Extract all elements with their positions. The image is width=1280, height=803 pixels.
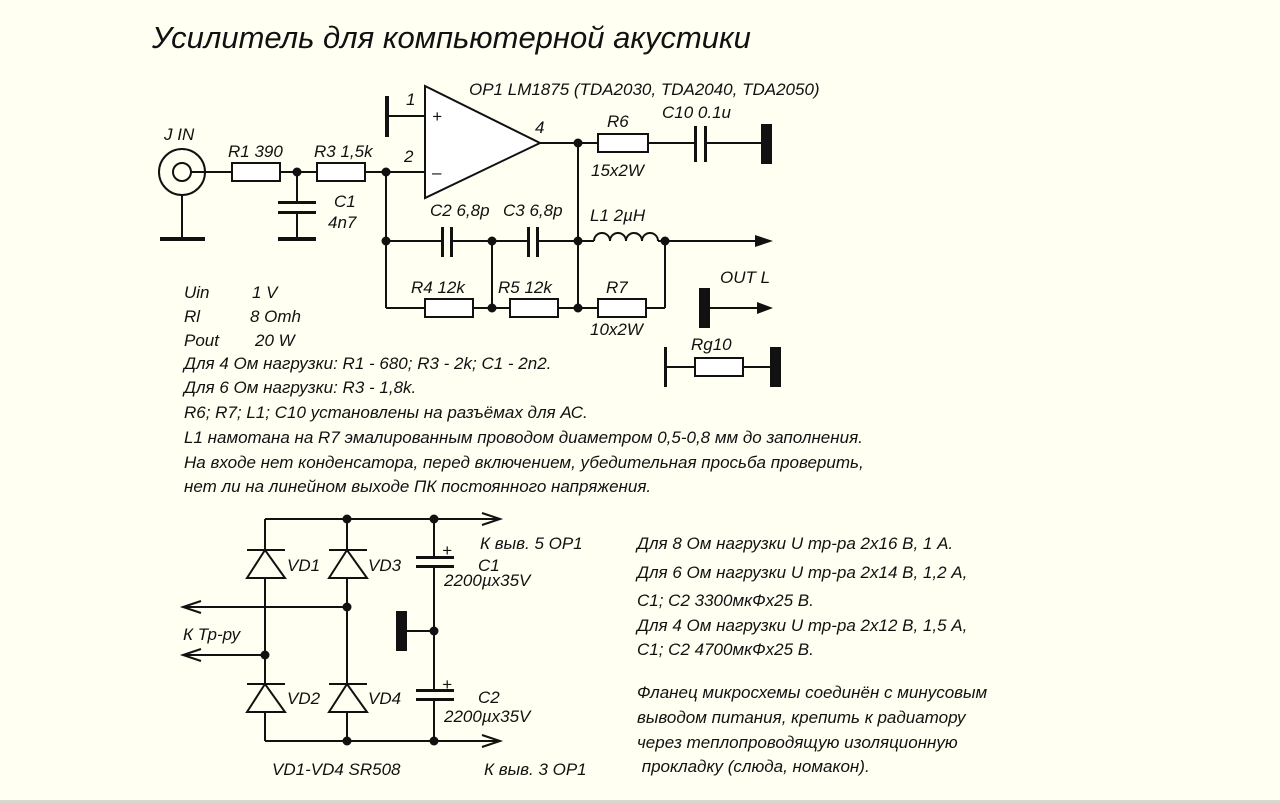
c10-label: C10 0.1u [662,103,732,122]
r5-resistor-icon [509,298,559,318]
spec-value: 8 Omh [250,307,301,326]
note-line: Для 4 Ом нагрузки: R1 - 680; R3 - 2k; C1… [182,354,551,373]
ground-icon [761,124,772,164]
c2-capacitor-icon [416,689,454,692]
rg10-resistor-icon [694,357,744,377]
l1-label: L1 2µH [590,206,646,225]
power-supply-circuit: VD1 VD3 VD2 VD4 К Тр-ру + + C1 2200µx35V… [179,512,587,779]
c2-capacitor-icon [441,227,444,257]
c2-value: 2200µx35V [443,707,532,726]
vd1-label: VD1 [287,556,320,575]
c3-label: C3 6,8p [503,201,563,220]
to-pin3-label: К выв. 3 OP1 [484,760,587,779]
arrow-right-icon [481,734,504,748]
l1-inductor-icon [593,232,659,242]
vd1-diode-icon [245,548,287,579]
flange-note-line: выводом питания, крепить к радиатору [637,708,967,727]
pin-out: 4 [535,118,544,137]
input-label: J IN [163,125,195,144]
opamp-label: OP1 LM1875 (TDA2030, TDA2040, TDA2050) [469,80,820,99]
opamp-minus: – [431,163,442,182]
r6-name: R6 [607,112,629,131]
ground-icon [278,237,316,241]
note-line: нет ли на линейном выходе ПК постоянного… [184,477,651,496]
opamp-icon [424,84,543,200]
ground-icon [396,611,407,651]
arrow-left-icon [179,648,202,662]
flange-note-line: Фланец микросхемы соединён с минусовым [637,683,988,702]
c1-capacitor-icon [416,556,454,559]
r4-label: R4 12k [411,278,466,297]
ground-icon [770,347,781,387]
input-jack-icon [158,148,206,241]
c10-capacitor-icon [694,126,697,162]
supply-note-line: Для 4 Ом нагрузки U тр-ра 2х12 В, 1,5 А, [635,616,967,635]
r3-label: R3 1,5k [314,142,374,161]
vd4-diode-icon [327,682,369,713]
ground-icon [385,96,389,137]
c2-plus: + [442,675,452,694]
spec-name: Pout [184,331,220,350]
c1-capacitor-icon [278,201,316,204]
r7-resistor-icon [597,298,647,318]
spec-name: Rl [184,307,201,326]
supply-note-line: С1; С2 4700мкФх25 В. [637,640,814,659]
out-label: OUT L [720,268,770,287]
c1-value: 4n7 [328,213,357,232]
note-line: R6; R7; L1; C10 установлены на разъёмах … [184,403,588,422]
page-title: Усилитель для компьютерной акустики [151,20,751,55]
vd3-label: VD3 [368,556,402,575]
amplifier-circuit: J IN R1 390 C1 4n7 R3 1,5k + – 1 2 4 OP1… [158,80,820,387]
opamp-plus: + [432,107,442,126]
c1-plus: + [442,541,452,560]
c1-value: 2200µx35V [443,571,532,590]
r3-resistor-icon [316,162,366,182]
spec-value: 1 V [252,283,279,302]
diodes-part-label: VD1-VD4 SR508 [272,760,401,779]
supply-notes: Для 8 Ом нагрузки U тр-ра 2х16 В, 1 А. Д… [635,534,967,659]
spec-value: 20 W [254,331,297,350]
arrow-right-icon [757,302,773,314]
r6-value: 15x2W [591,161,646,180]
c3-capacitor-icon [527,227,530,257]
spec-name: Uin [184,283,210,302]
note-line: Для 6 Ом нагрузки: R3 - 1,8k. [182,378,416,397]
vd2-label: VD2 [287,689,321,708]
c1-name: C1 [334,192,356,211]
ground-icon [664,347,667,387]
supply-note-line: С1; С2 3300мкФх25 В. [637,591,814,610]
flange-note-line: через теплопроводящую изоляционную [637,733,958,752]
r7-name: R7 [606,278,628,297]
c1-name: C1 [478,556,500,575]
pin-plus: 1 [406,90,415,109]
r1-label: R1 390 [228,142,283,161]
pin-minus: 2 [403,147,414,166]
supply-note-line: Для 8 Ом нагрузки U тр-ра 2х16 В, 1 А. [635,534,953,553]
note-line: L1 намотана на R7 эмалированным проводом… [184,428,863,447]
arrow-right-icon [481,512,504,526]
bottom-rule [0,800,1280,803]
to-pin5-label: К выв. 5 OP1 [480,534,583,553]
supply-note-line: Для 6 Ом нагрузки U тр-ра 2х14 В, 1,2 А, [635,563,967,582]
r5-label: R5 12k [498,278,553,297]
r7-value: 10x2W [590,320,645,339]
vd4-label: VD4 [368,689,401,708]
flange-note: Фланец микросхемы соединён с минусовым в… [637,683,988,776]
r1-resistor-icon [231,162,281,182]
arrow-left-icon [179,600,202,614]
specs: Uin 1 V Rl 8 Omh Pout 20 W [184,283,301,350]
r4-resistor-icon [424,298,474,318]
arrow-right-icon [755,235,773,247]
ground-icon [699,288,710,328]
flange-note-line: прокладку (слюда, номакон). [637,757,870,776]
to-transformer-label: К Тр-ру [183,625,242,644]
c2-label: C2 6,8p [430,201,490,220]
vd2-diode-icon [245,682,287,713]
c2-name: C2 [478,688,500,707]
vd3-diode-icon [327,548,369,579]
notes: Для 4 Ом нагрузки: R1 - 680; R3 - 2k; C1… [182,354,864,496]
r6-resistor-icon [597,133,649,153]
rg10-label: Rg10 [691,335,732,354]
note-line: На входе нет конденсатора, перед включен… [184,453,864,472]
